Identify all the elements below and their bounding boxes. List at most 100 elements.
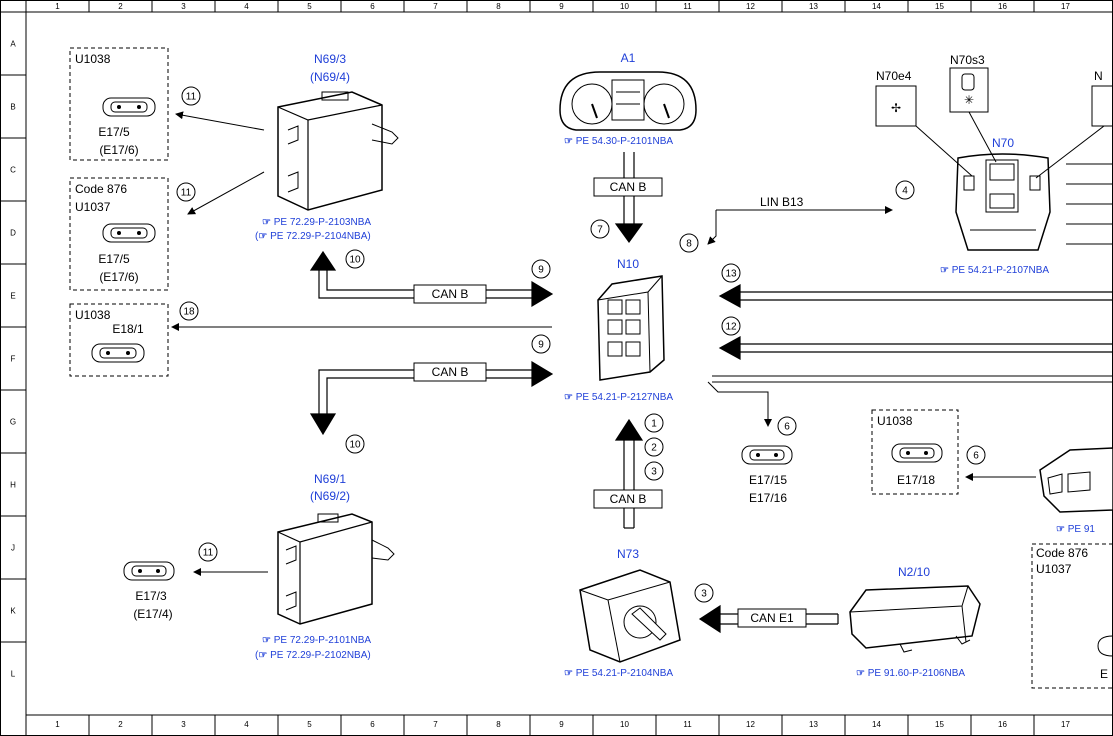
bus-label: LIN B13 <box>760 195 804 209</box>
box-label: Code 876 <box>75 182 127 196</box>
grid-row-label: D <box>10 229 16 238</box>
connector-label: E18/1 <box>112 322 144 336</box>
svg-text:11: 11 <box>181 188 192 199</box>
reference-link[interactable]: ☞ PE 91.60-P-2106NBA <box>856 668 965 679</box>
grid-column-label: 6 <box>370 2 375 11</box>
reference-link[interactable]: ☞ PE 54.21-P-2104NBA <box>564 668 673 679</box>
connector-icon <box>102 223 156 243</box>
connector-e17-15: E17/15 E17/16 <box>741 445 793 505</box>
svg-text:2: 2 <box>651 443 657 454</box>
reference-link-alt[interactable]: (☞ PE 72.29-P-2104NBA) <box>255 231 371 242</box>
grid-row-label: L <box>11 670 16 679</box>
reference-link[interactable]: ☞ PE 91 <box>1056 524 1095 535</box>
grid-column-label: 1 <box>55 720 60 729</box>
grid-column-label: 10 <box>620 2 629 11</box>
callout: 10 <box>345 434 365 454</box>
grid-column-label: 6 <box>370 720 375 729</box>
svg-text:18: 18 <box>183 307 195 318</box>
grid-column-label: 14 <box>872 720 881 729</box>
svg-text:10: 10 <box>349 255 361 266</box>
grid-column-label: 13 <box>809 720 818 729</box>
grid-row-label: K <box>10 607 16 616</box>
reference-link[interactable]: ☞ PE 54.21-P-2107NBA <box>940 265 1049 276</box>
callout: 3 <box>694 583 714 603</box>
svg-text:11: 11 <box>186 92 197 103</box>
connector-e17-3: E17/3 (E17/4) <box>123 561 175 621</box>
control-unit-icon <box>277 91 399 211</box>
box-label-2: U1037 <box>1036 562 1072 576</box>
bus-labels: CAN B CAN B CAN B CAN B CAN E1 LIN B13 <box>413 177 807 628</box>
svg-text:8: 8 <box>686 239 692 250</box>
grid-column-label: 7 <box>433 2 438 11</box>
instrument-cluster-a1: A1 ☞ PE 54.30-P-2101NBA <box>559 51 697 147</box>
callout: 6 <box>966 445 986 465</box>
grid-column-label: 3 <box>181 720 186 729</box>
grid-column-label: 4 <box>244 2 249 11</box>
connector-label-alt: (E17/6) <box>99 143 138 157</box>
module-n2-10: N2/10 ☞ PE 91.60-P-2106NBA <box>849 565 981 679</box>
box-code876-right: Code 876 U1037 E <box>1031 543 1113 689</box>
callout: 7 <box>590 219 610 239</box>
grid-column-label: 13 <box>809 2 818 11</box>
svg-text:9: 9 <box>538 340 544 351</box>
reference-link[interactable]: ☞ PE 54.21-P-2127NBA <box>564 392 673 403</box>
grid-column-label: 5 <box>307 2 312 11</box>
grid-column-label: 4 <box>244 720 249 729</box>
box-label: Code 876 <box>1036 546 1088 560</box>
lamp-box <box>875 85 917 127</box>
callout: 9 <box>531 259 551 279</box>
grid-column-label: 11 <box>683 2 692 11</box>
callout: 1 <box>644 413 664 433</box>
grid-marks: 1122334455667788991010111112121313141415… <box>0 0 1070 736</box>
grid-column-label: 8 <box>496 720 501 729</box>
grid-column-label: 2 <box>118 2 123 11</box>
control-unit-icon <box>849 585 981 653</box>
component-name: N69/1 <box>314 472 346 486</box>
callout: 11 <box>176 182 196 202</box>
grid-column-label: 7 <box>433 720 438 729</box>
bus-label: CAN B <box>432 287 469 301</box>
interior-lamp-icon: ✢ <box>891 101 901 115</box>
connector-icon <box>102 97 156 117</box>
component-name: N10 <box>617 257 639 271</box>
grid-column-label: 12 <box>746 2 755 11</box>
box-label: U1038 <box>75 52 111 66</box>
bus-label: CAN B <box>610 492 647 506</box>
component-name-alt: (N69/4) <box>310 70 350 84</box>
svg-text:13: 13 <box>725 269 737 280</box>
overhead-console-icon <box>955 153 1051 251</box>
box-code876-top: Code 876 U1037 E17/5 (E17/6) <box>69 177 169 291</box>
grid-column-label: 11 <box>683 720 692 729</box>
connector-label-alt: (E17/4) <box>133 607 172 621</box>
grid-column-label: 16 <box>998 2 1007 11</box>
connector-icon <box>91 343 145 363</box>
component-label: N70s3 <box>950 53 985 67</box>
svg-text:3: 3 <box>701 589 707 600</box>
bus-label: CAN B <box>432 365 469 379</box>
svg-text:6: 6 <box>973 451 979 462</box>
component-name-alt: (N69/2) <box>310 489 350 503</box>
connector-icon <box>741 445 793 465</box>
grid-column-label: 17 <box>1061 2 1070 11</box>
box-u1038-e17-18: U1038 E17/18 <box>871 409 959 495</box>
callout: 13 <box>721 263 741 283</box>
reference-link[interactable]: ☞ PE 72.29-P-2103NBA <box>262 217 371 228</box>
reference-link[interactable]: ☞ PE 72.29-P-2101NBA <box>262 635 371 646</box>
grid-row-label: E <box>10 292 15 301</box>
grid-column-label: 14 <box>872 2 881 11</box>
component-name: N70 <box>992 136 1014 150</box>
component-name: N73 <box>617 547 639 561</box>
connector-label-2: E17/16 <box>749 491 787 505</box>
callout: 4 <box>895 180 915 200</box>
module-cut-right: ☞ PE 91 <box>1039 447 1113 535</box>
grid-row-label: B <box>10 103 15 112</box>
grid-column-label: 17 <box>1061 720 1070 729</box>
grid-column-label: 15 <box>935 2 944 11</box>
connector-icon <box>123 561 175 581</box>
ignition-switch-icon <box>579 569 681 663</box>
connector-label: E17/18 <box>897 473 935 487</box>
callout: 2 <box>644 437 664 457</box>
ignition-switch-n73: N73 ☞ PE 54.21-P-2104NBA <box>564 547 681 679</box>
reference-link[interactable]: ☞ PE 54.30-P-2101NBA <box>564 136 673 147</box>
reference-link-alt[interactable]: (☞ PE 72.29-P-2102NBA) <box>255 650 371 661</box>
